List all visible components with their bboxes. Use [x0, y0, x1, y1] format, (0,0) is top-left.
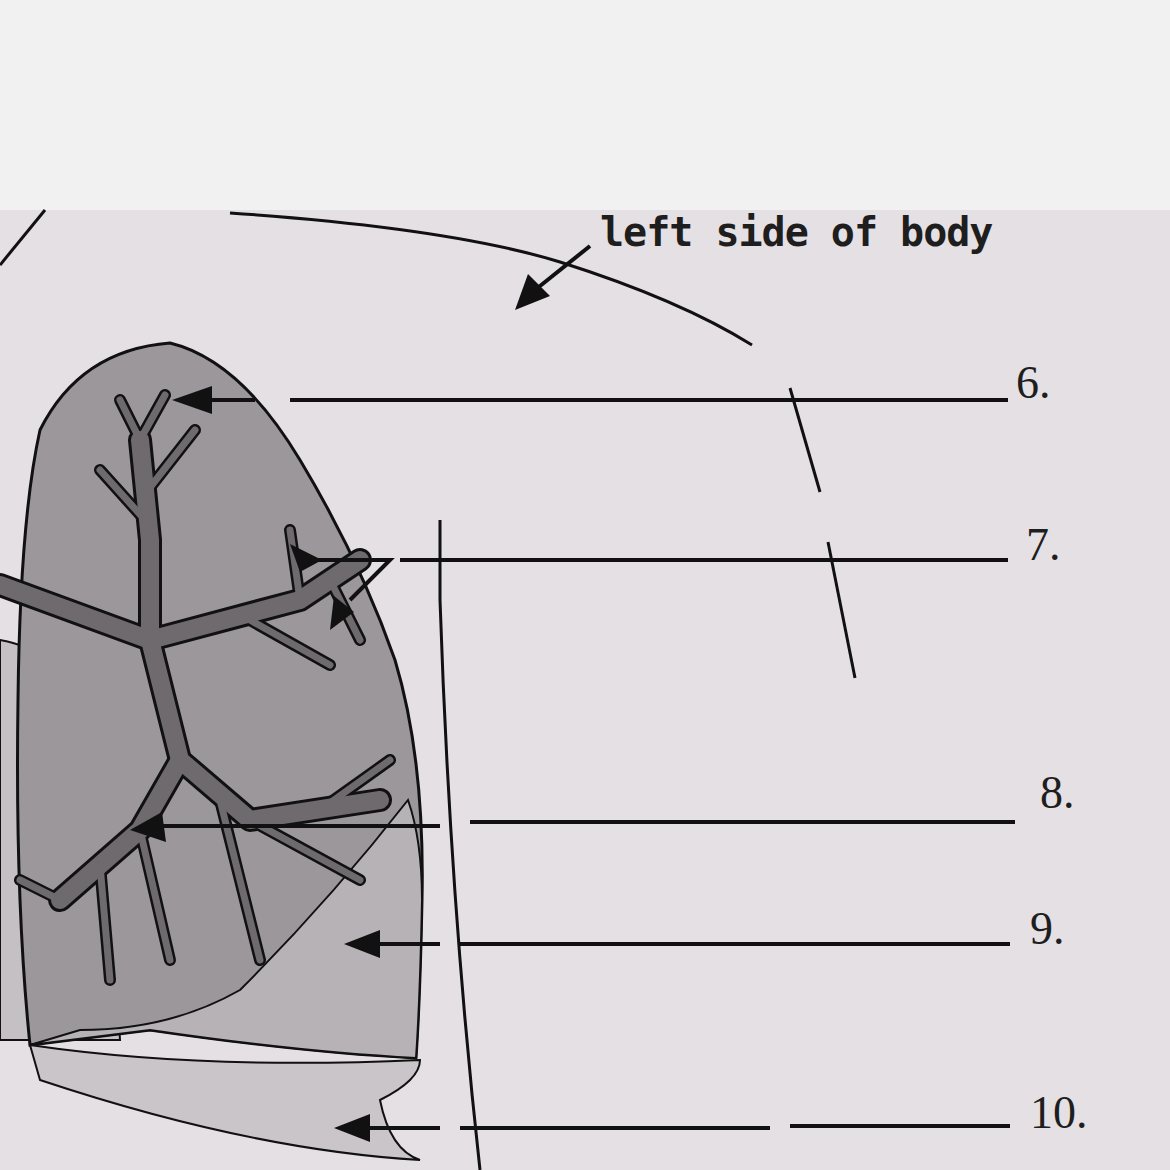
- body-outline: [0, 210, 855, 1170]
- callout-number: 10.: [1030, 1090, 1088, 1136]
- arrowheads: [130, 274, 550, 1142]
- diaphragm: [30, 1045, 420, 1160]
- callout-number: 8.: [1040, 770, 1075, 816]
- bronchial-tree: [0, 395, 390, 980]
- region-label: left side of body: [600, 212, 992, 252]
- callout-number: 7.: [1026, 522, 1061, 568]
- leader-lines: [160, 246, 1015, 1128]
- callout-number: 6.: [1016, 360, 1051, 406]
- callout-number: 9.: [1030, 906, 1065, 952]
- lower-lobe: [30, 800, 422, 1058]
- screen-margin: [0, 0, 1170, 210]
- lung-outline: [18, 343, 423, 1058]
